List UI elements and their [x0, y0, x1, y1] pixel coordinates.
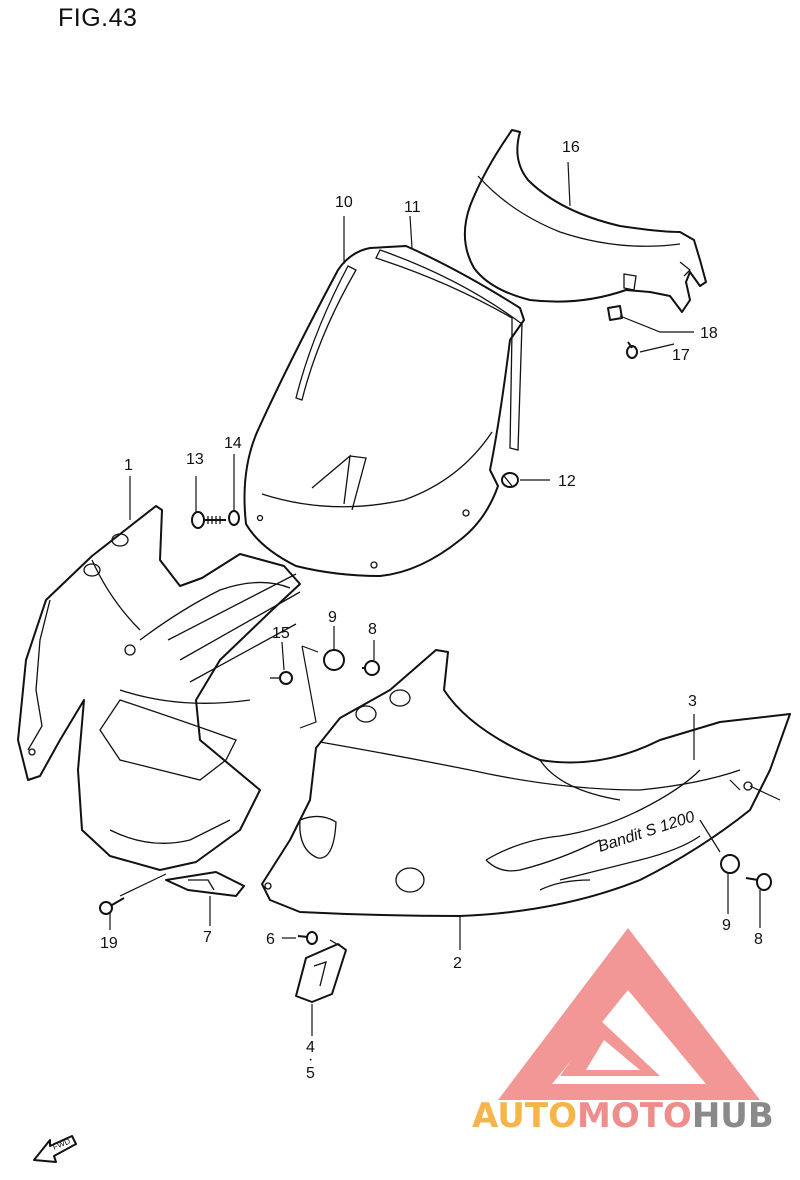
watermark-logo-icon [498, 928, 760, 1100]
part-14-washer [228, 510, 240, 526]
part-17-screw [626, 341, 638, 359]
callout-12: 12 [558, 473, 576, 490]
callout-14: 14 [224, 435, 242, 452]
part-4-bracket [295, 939, 347, 1003]
part-9-grommet-lower [720, 854, 740, 874]
callout-19: 19 [100, 935, 118, 952]
callout-16: 16 [562, 139, 580, 156]
callout-4-5-dot: · [308, 1051, 313, 1068]
part-12-grommet [501, 472, 519, 488]
callout-8-lower: 8 [754, 931, 763, 948]
part-16-inner-cover [463, 129, 707, 313]
callout-17: 17 [672, 347, 690, 364]
watermark-hub: HUB [691, 1096, 774, 1136]
part-1-upper-cowling [17, 505, 301, 871]
callout-18: 18 [700, 325, 718, 342]
callout-3: 3 [688, 693, 697, 710]
callout-7: 7 [203, 929, 212, 946]
part-19-screw [99, 897, 125, 915]
part-13-screw [191, 511, 226, 529]
watermark-moto: MOTO [576, 1096, 692, 1136]
callout-11: 11 [404, 199, 421, 216]
callout-4: 4 [306, 1039, 315, 1056]
callout-9-lower: 9 [722, 917, 731, 934]
part-8-bolt-upper [362, 660, 380, 676]
part-8-bolt-lower [745, 873, 772, 891]
callout-9-upper: 9 [328, 609, 337, 626]
part-15-clip [270, 671, 293, 685]
part-10-windscreen [243, 245, 525, 577]
watermark-auto: AUTO [472, 1096, 577, 1136]
figure-title: FIG.43 [58, 4, 138, 32]
part-9-grommet-upper [323, 649, 345, 671]
part-6-screw [297, 931, 318, 945]
callout-5: 5 [306, 1065, 315, 1082]
part-18-nut [607, 305, 623, 321]
callout-6: 6 [266, 931, 275, 948]
watermark-text: AUTOMOTOHUB [472, 1096, 774, 1136]
callout-1: 1 [124, 457, 133, 474]
callout-10: 10 [335, 194, 353, 211]
part-7-bracket [165, 871, 245, 897]
forward-arrow-icon: FWD [33, 1135, 77, 1163]
callout-2: 2 [453, 955, 462, 972]
part-2-side-fairing: Bandit S 1200 [261, 649, 791, 917]
callout-8-upper: 8 [368, 621, 377, 638]
callout-15: 15 [272, 625, 290, 642]
callout-13: 13 [186, 451, 204, 468]
leader-lines [109, 161, 781, 1036]
